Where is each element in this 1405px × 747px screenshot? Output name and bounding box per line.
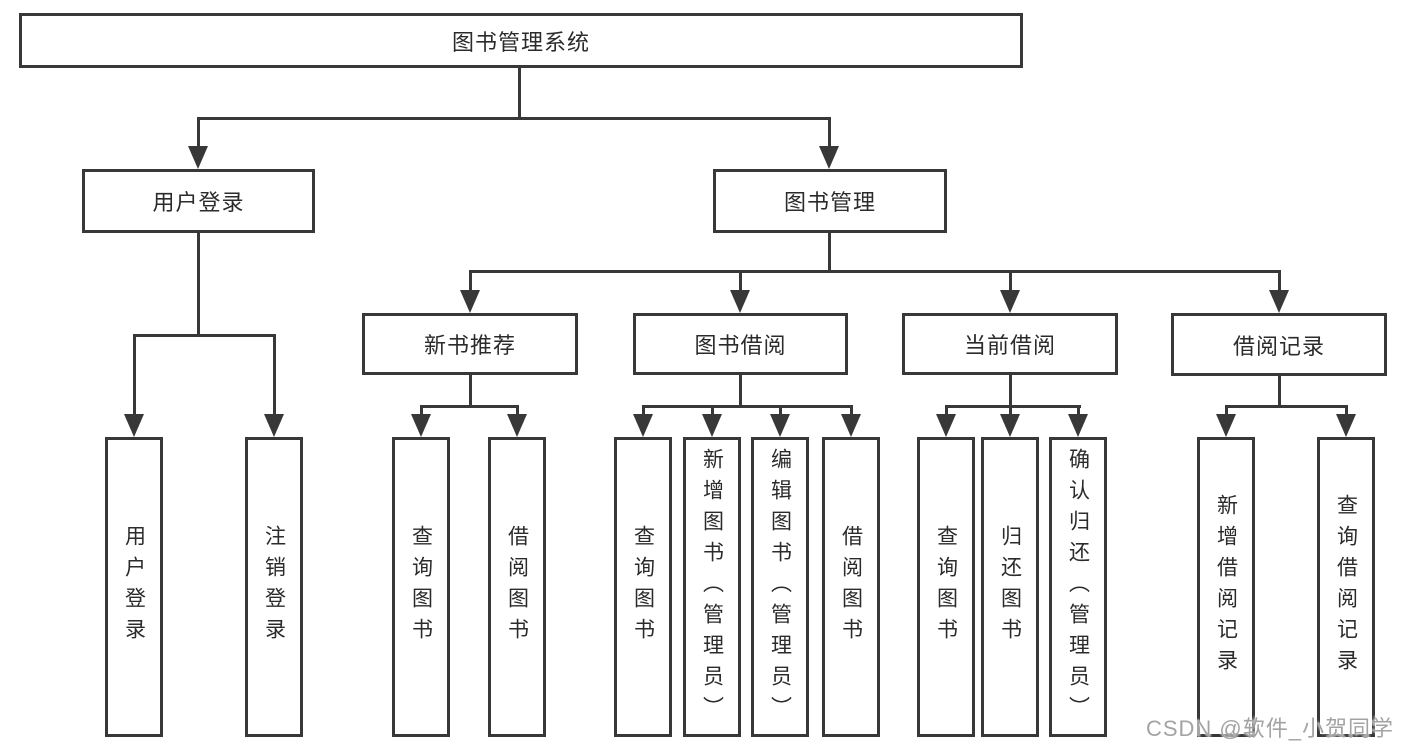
node-book-borrowing: 图书借阅 bbox=[633, 313, 848, 375]
leaf-query-books-current: 查询图书 bbox=[917, 437, 975, 737]
leaf-query-books-borrowing: 查询图书 bbox=[614, 437, 672, 737]
leaf-borrow-books-borrowing: 借阅图书 bbox=[822, 437, 880, 737]
connector-line bbox=[517, 68, 521, 120]
node-library-system: 图书管理系统 bbox=[19, 13, 1023, 68]
leaf-user-login: 用户登录 bbox=[105, 437, 163, 737]
connector-line bbox=[1224, 405, 1348, 408]
connector-line bbox=[272, 334, 276, 418]
connector-arrow bbox=[819, 146, 839, 169]
connector-line bbox=[196, 233, 200, 337]
connector-arrow bbox=[1000, 414, 1020, 437]
connector-line bbox=[710, 405, 714, 419]
connector-arrow bbox=[936, 414, 956, 437]
connector-line bbox=[944, 405, 948, 419]
connector-arrow bbox=[124, 414, 144, 437]
connector-line bbox=[468, 270, 472, 296]
connector-line bbox=[778, 405, 782, 419]
connector-arrow bbox=[188, 146, 208, 169]
csdn-watermark: CSDN @软件_小贺同学 bbox=[1145, 716, 1394, 741]
connector-line bbox=[738, 375, 742, 408]
leaf-edit-book-admin: 编辑图书（管理员） bbox=[751, 437, 809, 737]
connector-arrow bbox=[460, 290, 480, 313]
connector-line bbox=[738, 270, 742, 296]
leaf-logout: 注销登录 bbox=[245, 437, 303, 737]
connector-arrow bbox=[730, 290, 750, 313]
connector-line bbox=[944, 405, 1081, 408]
connector-line bbox=[827, 117, 831, 150]
node-borrowing-records: 借阅记录 bbox=[1171, 313, 1387, 376]
leaf-query-borrow-record: 查询借阅记录 bbox=[1317, 437, 1375, 737]
connector-line bbox=[641, 405, 645, 419]
connector-line bbox=[849, 405, 853, 419]
connector-line bbox=[468, 375, 472, 408]
node-new-book-recommend: 新书推荐 bbox=[362, 313, 578, 375]
connector-arrow bbox=[1336, 414, 1356, 437]
connector-arrow bbox=[841, 414, 861, 437]
connector-arrow bbox=[1000, 290, 1020, 313]
connector-line bbox=[1008, 270, 1012, 296]
leaf-borrow-books-recommend: 借阅图书 bbox=[488, 437, 546, 737]
connector-line bbox=[827, 233, 831, 273]
connector-line bbox=[1076, 405, 1080, 419]
connector-line bbox=[132, 334, 136, 418]
connector-line bbox=[1224, 405, 1228, 419]
connector-line bbox=[197, 117, 831, 120]
leaf-return-books: 归还图书 bbox=[981, 437, 1039, 737]
connector-line bbox=[468, 270, 1281, 273]
connector-arrow bbox=[411, 414, 431, 437]
connector-line bbox=[1008, 375, 1012, 408]
connector-arrow bbox=[1068, 414, 1088, 437]
leaf-add-borrow-record: 新增借阅记录 bbox=[1197, 437, 1255, 737]
connector-arrow bbox=[1269, 290, 1289, 313]
connector-arrow bbox=[264, 414, 284, 437]
connector-line bbox=[1008, 405, 1012, 419]
connector-line bbox=[515, 405, 519, 419]
connector-line bbox=[1277, 376, 1281, 408]
leaf-query-books-recommend: 查询图书 bbox=[392, 437, 450, 737]
node-current-borrowing: 当前借阅 bbox=[902, 313, 1118, 375]
connector-line bbox=[1344, 405, 1348, 419]
connector-arrow bbox=[507, 414, 527, 437]
connector-arrow bbox=[702, 414, 722, 437]
leaf-add-book-admin: 新增图书（管理员） bbox=[683, 437, 741, 737]
connector-line bbox=[132, 334, 276, 337]
connector-line bbox=[1277, 270, 1281, 296]
connector-line bbox=[419, 405, 423, 419]
connector-arrow bbox=[633, 414, 653, 437]
node-book-management: 图书管理 bbox=[713, 169, 947, 233]
connector-line bbox=[641, 405, 853, 408]
leaf-confirm-return-admin: 确认归还（管理员） bbox=[1049, 437, 1107, 737]
connector-arrow bbox=[1216, 414, 1236, 437]
connector-line bbox=[419, 405, 519, 408]
connector-arrow bbox=[770, 414, 790, 437]
node-user-login: 用户登录 bbox=[82, 169, 315, 233]
connector-line bbox=[196, 117, 200, 150]
